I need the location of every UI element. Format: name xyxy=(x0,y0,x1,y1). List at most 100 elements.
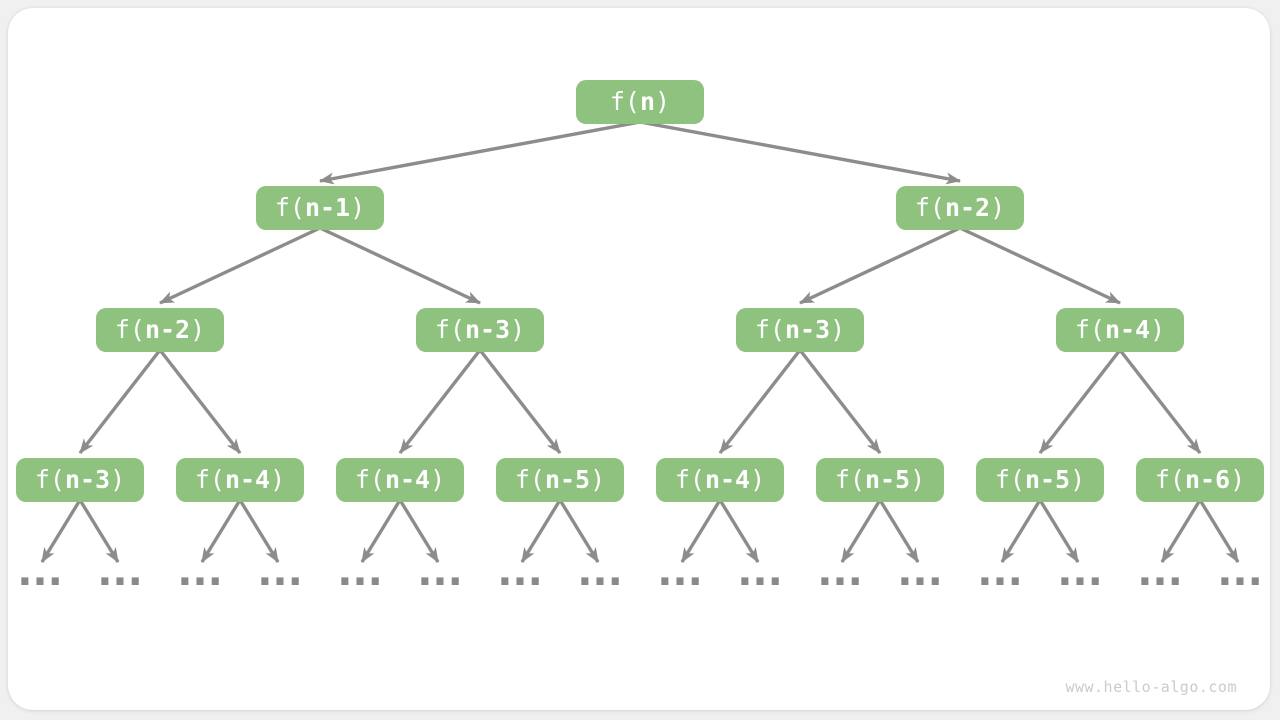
leaf-ellipsis: ... xyxy=(817,549,863,595)
leaf-ellipsis: ... xyxy=(657,549,703,595)
tree-node-l1-0: f(n-1) xyxy=(256,186,384,230)
leaf-ellipsis: ... xyxy=(497,549,543,595)
tree-node-l3-6: f(n-5) xyxy=(976,458,1104,502)
node-label-prefix: f( xyxy=(914,193,945,222)
node-label-suffix: ) xyxy=(910,465,926,494)
node-label-argument: n-4 xyxy=(704,465,751,494)
leaf-ellipsis: ... xyxy=(177,549,223,595)
tree-edge-arrow xyxy=(319,120,641,185)
tree-node-l0-0: f(n) xyxy=(576,80,704,124)
tree-edge-arrow xyxy=(558,499,600,563)
node-label-suffix: ) xyxy=(590,465,606,494)
node-label-argument: n xyxy=(639,87,656,116)
tree-edge-arrow xyxy=(799,226,961,305)
tree-edge-arrow xyxy=(959,226,1121,305)
node-label-prefix: f( xyxy=(674,465,705,494)
tree-edge-arrow xyxy=(398,499,440,563)
node-label-suffix: ) xyxy=(1150,315,1166,344)
tree-edge-arrow xyxy=(200,499,242,563)
node-label-argument: n-3 xyxy=(464,315,511,344)
node-label-argument: n-6 xyxy=(1184,465,1231,494)
node-label-prefix: f( xyxy=(834,465,865,494)
tree-node-l2-1: f(n-3) xyxy=(416,308,544,352)
node-label-suffix: ) xyxy=(990,193,1006,222)
leaf-ellipsis: ... xyxy=(897,549,943,595)
watermark-text: www.hello-algo.com xyxy=(1065,678,1237,696)
tree-node-l3-7: f(n-6) xyxy=(1136,458,1264,502)
node-label-prefix: f( xyxy=(114,315,145,344)
node-label-suffix: ) xyxy=(350,193,366,222)
node-label-prefix: f( xyxy=(514,465,545,494)
node-label-prefix: f( xyxy=(1154,465,1185,494)
node-label-prefix: f( xyxy=(1074,315,1105,344)
node-label-suffix: ) xyxy=(430,465,446,494)
tree-edge-arrow xyxy=(78,499,120,563)
leaf-ellipsis: ... xyxy=(337,549,383,595)
tree-edge-arrow xyxy=(718,499,760,563)
node-label-suffix: ) xyxy=(110,465,126,494)
tree-edge-arrow xyxy=(78,348,162,455)
node-label-suffix: ) xyxy=(750,465,766,494)
node-label-prefix: f( xyxy=(34,465,65,494)
tree-edge-arrow xyxy=(718,348,802,455)
tree-node-l2-3: f(n-4) xyxy=(1056,308,1184,352)
tree-edge-arrow xyxy=(878,499,920,563)
node-label-suffix: ) xyxy=(830,315,846,344)
tree-edge-arrow xyxy=(1198,499,1240,563)
node-label-suffix: ) xyxy=(190,315,206,344)
node-label-argument: n-4 xyxy=(384,465,431,494)
tree-edge-arrow xyxy=(840,499,882,563)
leaf-ellipsis: ... xyxy=(417,549,463,595)
leaf-ellipsis: ... xyxy=(977,549,1023,595)
tree-node-l3-4: f(n-4) xyxy=(656,458,784,502)
tree-edge-arrow xyxy=(319,226,481,305)
tree-edge-arrow xyxy=(478,348,562,455)
leaf-ellipsis: ... xyxy=(577,549,623,595)
tree-node-l2-0: f(n-2) xyxy=(96,308,224,352)
node-label-argument: n-2 xyxy=(144,315,191,344)
node-label-argument: n-5 xyxy=(544,465,591,494)
node-label-suffix: ) xyxy=(510,315,526,344)
node-label-prefix: f( xyxy=(434,315,465,344)
tree-node-l3-2: f(n-4) xyxy=(336,458,464,502)
leaf-ellipsis: ... xyxy=(17,549,63,595)
tree-node-l3-3: f(n-5) xyxy=(496,458,624,502)
node-label-argument: n-4 xyxy=(224,465,271,494)
leaf-ellipsis: ... xyxy=(737,549,783,595)
node-label-argument: n-4 xyxy=(1104,315,1151,344)
node-label-argument: n-5 xyxy=(1024,465,1071,494)
node-label-prefix: f( xyxy=(354,465,385,494)
tree-node-l3-5: f(n-5) xyxy=(816,458,944,502)
tree-edge-arrow xyxy=(1118,348,1202,455)
tree-node-l3-1: f(n-4) xyxy=(176,458,304,502)
tree-edge-arrow xyxy=(159,226,321,305)
tree-edge-arrow xyxy=(520,499,562,563)
node-label-argument: n-3 xyxy=(784,315,831,344)
tree-node-l3-0: f(n-3) xyxy=(16,458,144,502)
tree-edge-arrow xyxy=(639,120,961,185)
leaf-ellipsis: ... xyxy=(97,549,143,595)
tree-edge-arrow xyxy=(158,348,242,455)
node-label-suffix: ) xyxy=(270,465,286,494)
node-label-prefix: f( xyxy=(274,193,305,222)
tree-edge-arrow xyxy=(1038,499,1080,563)
tree-edge-arrow xyxy=(238,499,280,563)
node-label-argument: n-2 xyxy=(944,193,991,222)
node-label-argument: n-3 xyxy=(64,465,111,494)
tree-edge-arrow xyxy=(398,348,482,455)
node-label-prefix: f( xyxy=(754,315,785,344)
node-label-argument: n-1 xyxy=(304,193,351,222)
tree-edge-arrow xyxy=(798,348,882,455)
node-label-suffix: ) xyxy=(1230,465,1246,494)
node-label-prefix: f( xyxy=(194,465,225,494)
diagram-card xyxy=(8,8,1270,710)
tree-node-l1-1: f(n-2) xyxy=(896,186,1024,230)
node-label-prefix: f( xyxy=(609,87,640,116)
leaf-ellipsis: ... xyxy=(1217,549,1263,595)
leaf-ellipsis: ... xyxy=(257,549,303,595)
tree-edge-arrow xyxy=(40,499,82,563)
tree-edge-arrow xyxy=(360,499,402,563)
node-label-suffix: ) xyxy=(655,87,671,116)
